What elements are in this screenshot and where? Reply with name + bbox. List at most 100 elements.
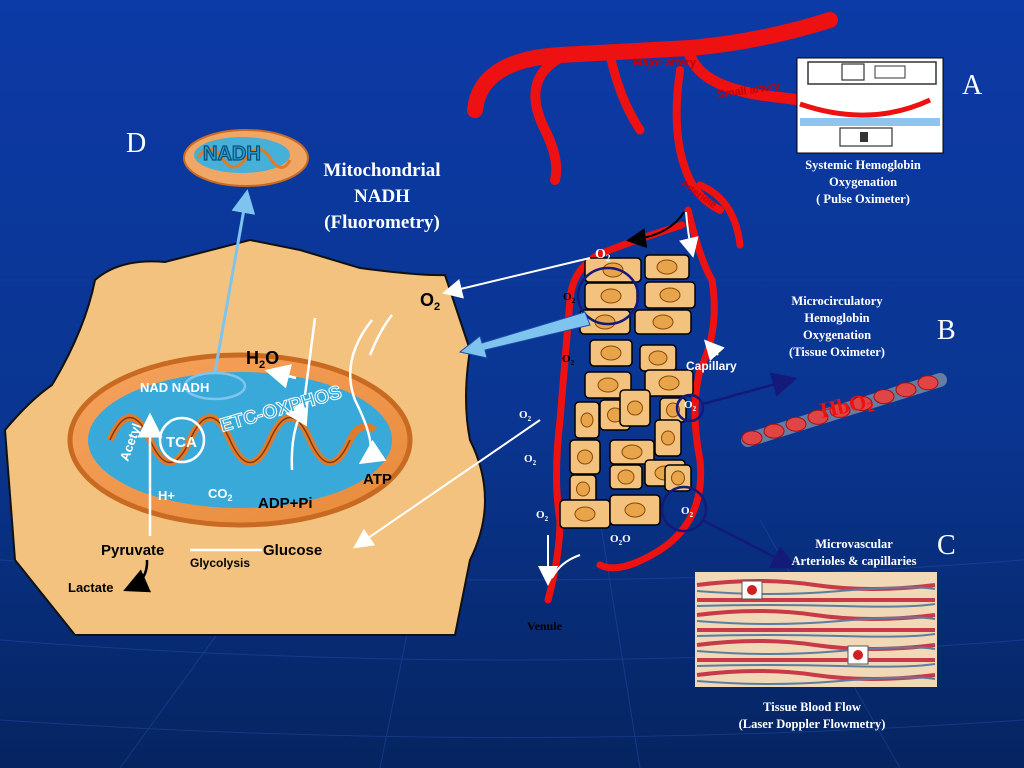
tissue-fiber — [696, 633, 936, 638]
caption-a-line-3: ( Pulse Oximeter) — [816, 192, 910, 206]
cell-nucleus — [658, 375, 680, 391]
red-blood-cell — [807, 409, 829, 425]
label-major-artery: Major artery — [633, 57, 697, 69]
label-cell-o2: O2 — [420, 290, 440, 313]
caption-panel-c-bottom: Tissue Blood Flow (Laser Doppler Flowmet… — [712, 699, 912, 733]
vessel-flow-arrows — [538, 211, 699, 586]
nadh-mitochondria-icon — [183, 129, 309, 187]
cell-nucleus — [656, 259, 678, 275]
pulse-oximeter-device-icon — [796, 57, 944, 154]
tissue-rbc — [853, 650, 863, 660]
o2-h: O2 — [681, 505, 694, 519]
tissue-fiber — [696, 676, 936, 685]
tissue-fiber — [696, 663, 936, 668]
label-h2o: H2O — [246, 348, 279, 371]
caption-c-line-3: Tissue Blood Flow — [763, 700, 861, 714]
small-artery — [684, 49, 806, 106]
panel-letter-a: A — [962, 70, 983, 101]
caption-c-line-2: Arterioles & capillaries — [791, 554, 917, 568]
red-blood-cell — [829, 402, 851, 418]
hemoglobin-strand-icon — [741, 373, 947, 447]
capillary-cells — [559, 254, 696, 529]
arrow-o2-down — [303, 317, 317, 396]
o2-b: O2 — [562, 353, 575, 367]
o2-a: O2 — [563, 291, 576, 305]
cell-nucleus — [648, 350, 668, 366]
caption-a-line-1: Systemic Hemoglobin — [805, 158, 921, 172]
red-blood-cell — [763, 423, 785, 439]
caption-b-line-1: Microcirculatory — [791, 294, 883, 308]
label-adp-pi: ADP+Pi — [258, 495, 313, 512]
cell-nucleus — [600, 288, 622, 304]
caption-b-line-4: (Tissue Oximeter) — [789, 345, 885, 359]
capillary-pointer — [703, 339, 725, 362]
mitochondrion — [67, 352, 413, 528]
label-tca: TCA — [166, 434, 197, 451]
cell-nucleus — [576, 481, 590, 497]
caption-b-line-2: Hemoglobin — [804, 311, 870, 325]
caption-d-line-1: Mitochondrial — [323, 160, 441, 181]
label-glycolysis: Glycolysis — [190, 556, 250, 570]
label-venule: Venule — [527, 619, 563, 633]
cell-nucleus — [597, 377, 619, 393]
tissue-rbc — [747, 585, 757, 595]
cell-nucleus — [602, 262, 624, 278]
caption-panel-b: Microcirculatory Hemoglobin Oxygenation … — [762, 293, 912, 361]
red-blood-cell — [917, 375, 939, 391]
caption-a-line-2: Oxygenation — [828, 175, 898, 189]
o2-g: O2 — [684, 399, 697, 413]
red-blood-cell — [851, 396, 873, 411]
tissue-fiber — [696, 646, 936, 655]
tissue-fiber — [696, 616, 936, 625]
caption-panel-c-top: Microvascular Arterioles & capillaries — [770, 536, 938, 570]
cell-nucleus — [671, 470, 685, 486]
red-blood-cell — [873, 389, 895, 405]
o2-e: O2 — [536, 509, 549, 523]
caption-panel-d: Mitochondrial NADH (Fluorometry) — [302, 158, 462, 236]
o2-top: O2 — [595, 247, 611, 263]
caption-d-line-3: (Fluorometry) — [324, 212, 440, 233]
cell-nucleus — [580, 412, 594, 428]
red-blood-cell — [741, 430, 763, 446]
panel-letter-b: B — [937, 315, 956, 346]
measurement-circles — [576, 266, 798, 569]
major-artery — [467, 12, 838, 118]
panel-letter-c: C — [937, 530, 956, 561]
cell-nucleus — [574, 506, 596, 522]
label-pyruvate: Pyruvate — [101, 542, 164, 559]
label-h-plus: H+ — [158, 488, 175, 503]
vessel-tree — [467, 12, 838, 604]
capillary-o2-labels: O2 O2 O2 O2 O2 O2 O2O O2 O2 — [519, 247, 697, 547]
label-lactate: Lactate — [68, 580, 114, 595]
o2-f: O2O — [610, 533, 631, 547]
label-nadh-icon: NADH — [203, 143, 261, 165]
caption-panel-a: Systemic Hemoglobin Oxygenation ( Pulse … — [778, 157, 948, 208]
caption-c-line-4: (Laser Doppler Flowmetry) — [738, 717, 886, 731]
cell-nucleus — [617, 469, 635, 485]
cell-nucleus — [627, 400, 643, 416]
cell-nucleus — [624, 502, 646, 518]
cell-flow-arrows — [123, 314, 393, 593]
caption-c-line-1: Microvascular — [815, 537, 893, 551]
red-blood-cell — [895, 382, 917, 398]
tissue-fiber — [696, 603, 936, 608]
caption-b-line-3: Oxygenation — [802, 328, 872, 342]
panel-letter-d: D — [126, 128, 147, 159]
cell-nucleus — [600, 345, 622, 361]
tissue-fiber — [696, 586, 936, 595]
nadh-highlight — [183, 371, 247, 401]
cell-nucleus — [621, 444, 643, 460]
light-blue-arrows — [213, 189, 591, 373]
o2-d: O2 — [524, 453, 537, 467]
cell-nucleus — [659, 287, 681, 303]
label-atp: ATP — [363, 471, 392, 488]
cell-nucleus — [661, 430, 675, 446]
label-capillary: Capillary — [686, 359, 737, 373]
red-blood-cell — [785, 416, 807, 432]
caption-d-line-2: NADH — [354, 186, 410, 207]
label-nad-nadh: NAD NADH — [140, 380, 209, 395]
arteriole — [672, 66, 724, 214]
label-co2: CO2 — [208, 486, 233, 503]
o2-delivery-arrows — [353, 257, 591, 549]
